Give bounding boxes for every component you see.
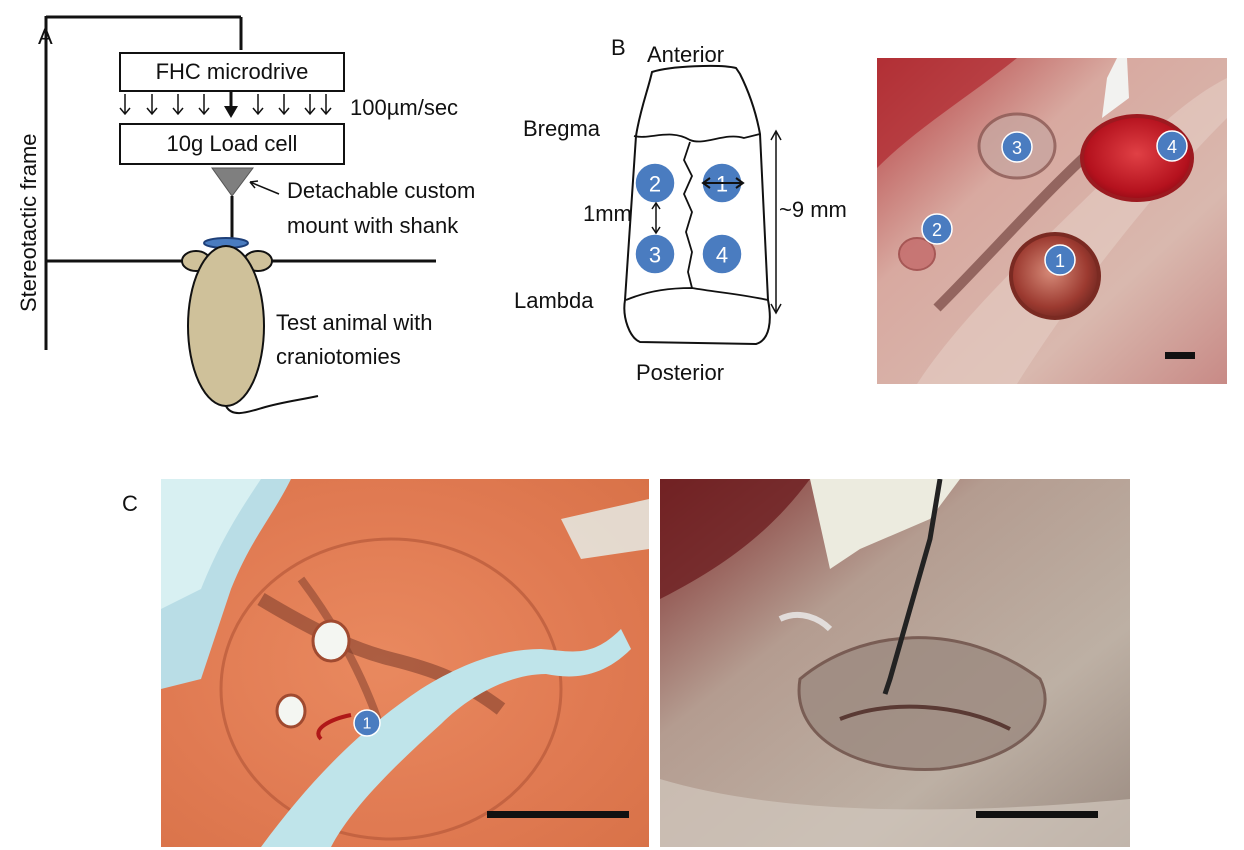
site-2: 2 xyxy=(635,163,675,203)
craniotomy-photo-art xyxy=(877,58,1227,384)
panel-c-left-photo-art xyxy=(161,479,649,847)
site-4: 4 xyxy=(702,234,742,274)
skull-outline xyxy=(624,66,769,344)
craniotomy-photo xyxy=(877,58,1227,384)
svg-text:2: 2 xyxy=(649,172,661,197)
svg-text:3: 3 xyxy=(649,243,661,268)
panel-c-left-photo xyxy=(161,479,649,847)
panel-c-right-photo xyxy=(660,479,1130,847)
panel-c-letter: C xyxy=(122,493,138,515)
svg-text:4: 4 xyxy=(716,243,728,268)
panel-c-right-photo-art xyxy=(660,479,1130,847)
site-3: 3 xyxy=(635,234,675,274)
